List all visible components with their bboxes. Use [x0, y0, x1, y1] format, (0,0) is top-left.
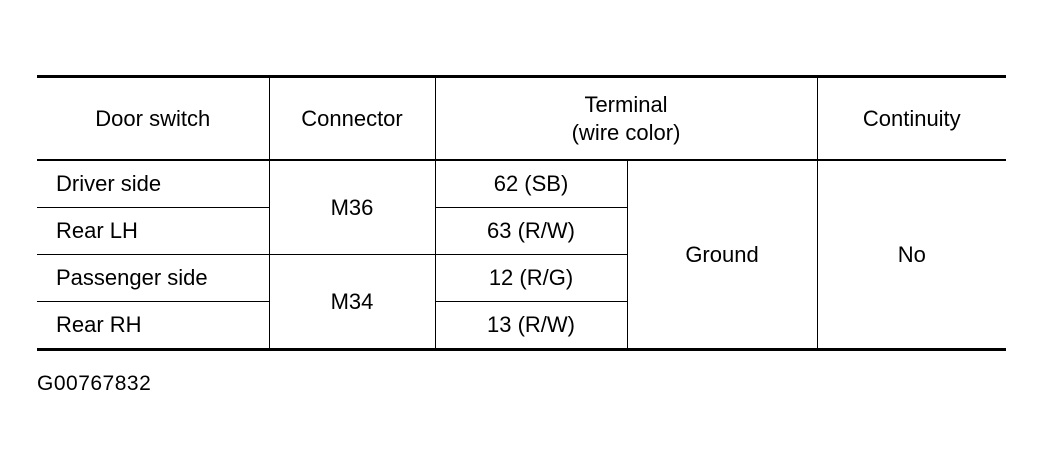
terminal-cell: 63 (R/W): [434, 207, 628, 255]
terminal-cell: 62 (SB): [434, 159, 628, 208]
table-row: Rear LH 63 (R/W): [37, 207, 1006, 255]
header-terminal: Terminal (wire color): [434, 75, 818, 161]
table-header-row: Door switch Connector Terminal (wire col…: [37, 75, 1007, 161]
door-switch-continuity-table-container: Door switch Connector Terminal (wire col…: [37, 75, 1007, 351]
connector-cell: M36: [268, 159, 436, 255]
ground-cell: Ground: [626, 159, 818, 351]
door-switch-cell: Passenger side: [37, 254, 270, 302]
figure-id-label: G00767832: [37, 372, 152, 395]
door-switch-cell: Driver side: [37, 159, 270, 208]
door-switch-cell: Rear RH: [37, 301, 270, 351]
header-connector: Connector: [268, 75, 436, 161]
connector-cell: M34: [268, 254, 436, 351]
header-terminal-line2: (wire color): [571, 119, 681, 145]
door-switch-continuity-table: Door switch Connector Terminal (wire col…: [37, 75, 1007, 351]
door-switch-cell: Rear LH: [37, 207, 270, 255]
terminal-cell: 13 (R/W): [434, 301, 628, 351]
header-door-switch: Door switch: [37, 75, 270, 161]
terminal-cell: 12 (R/G): [434, 254, 628, 302]
header-continuity: Continuity: [816, 75, 1007, 161]
continuity-cell: No: [816, 159, 1007, 351]
table-row: Passenger side M34 12 (R/G): [37, 254, 1006, 351]
table-row: Driver side M36 62 (SB) Ground No: [37, 159, 1007, 351]
table-row: Rear RH 13 (R/W): [37, 301, 1006, 351]
header-terminal-line1: Terminal: [584, 92, 668, 117]
